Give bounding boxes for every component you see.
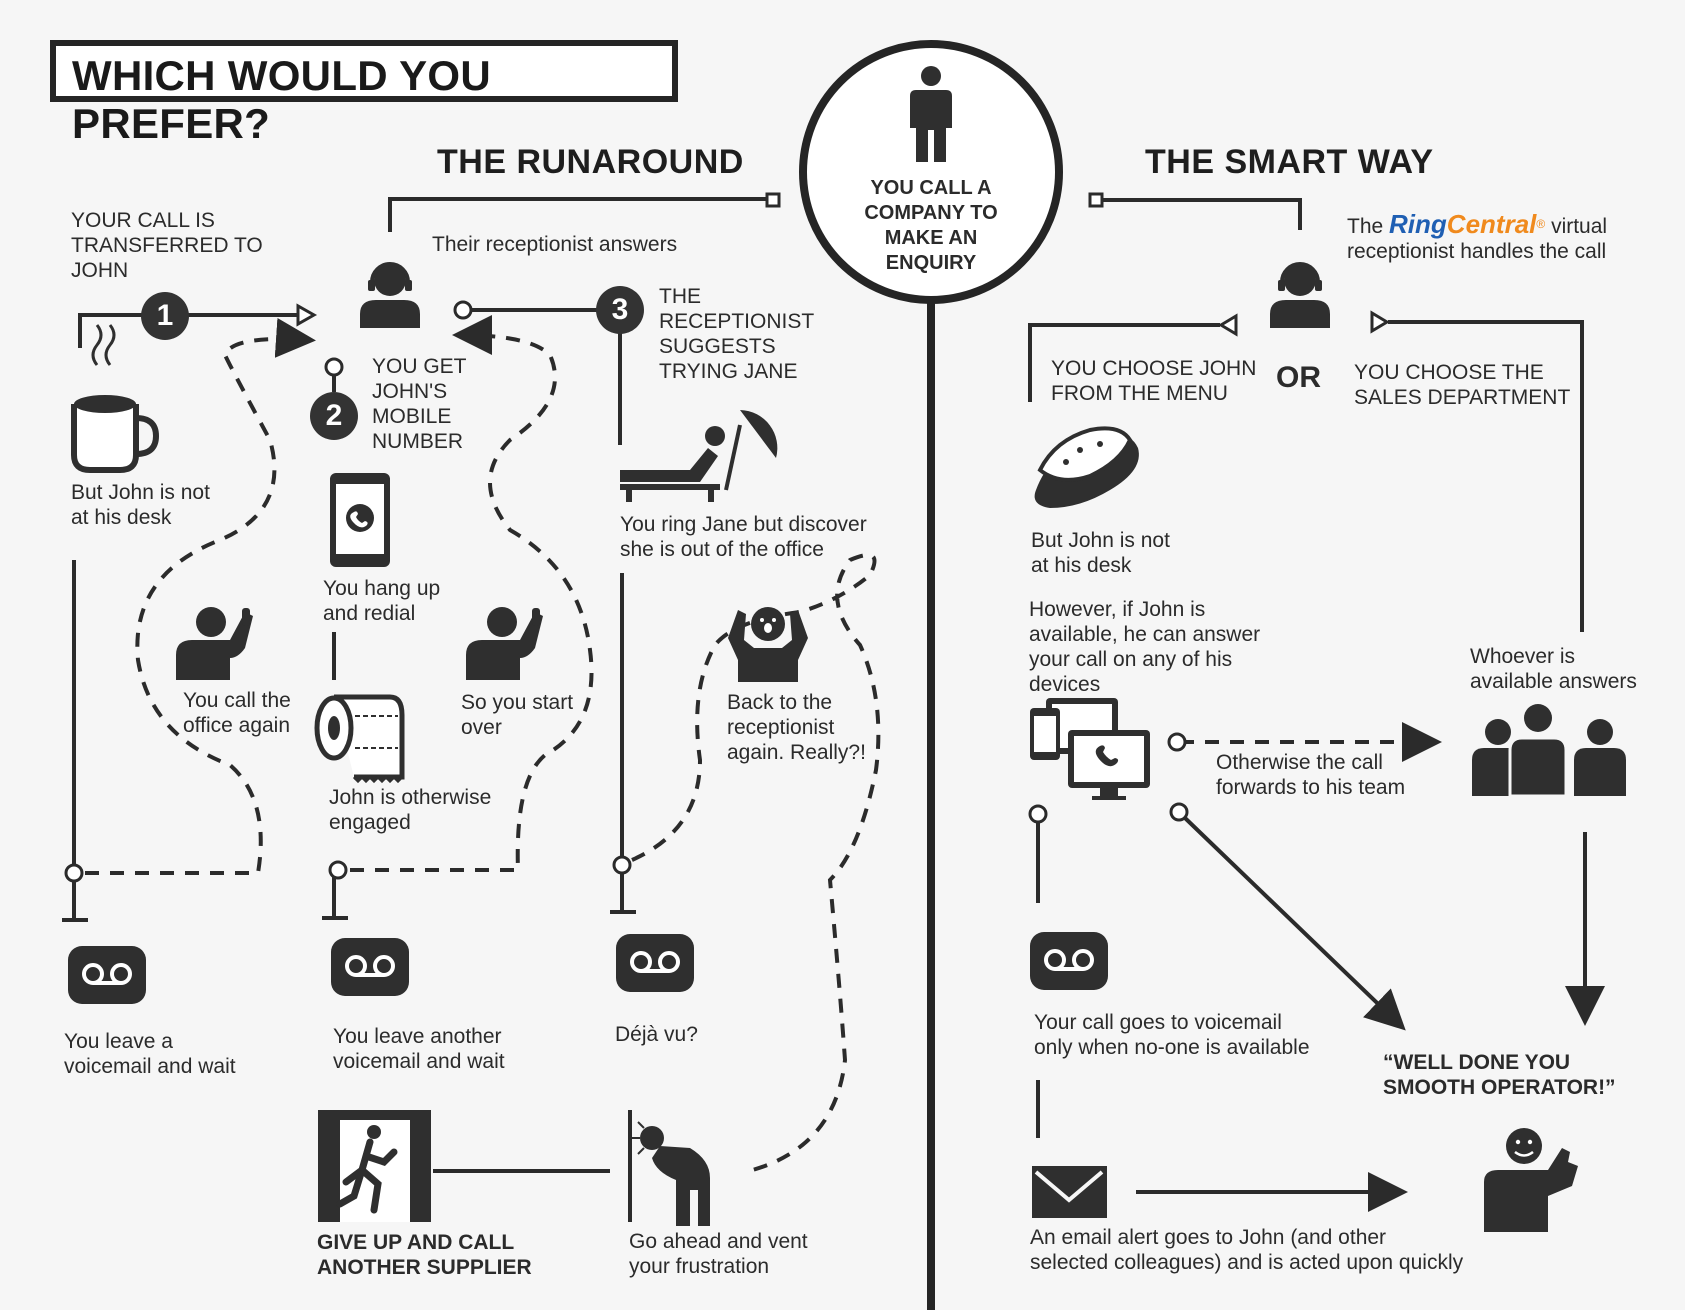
email-alert-label: An email alert goes to John (and other s…	[1030, 1226, 1464, 1274]
toilet-roll-icon	[314, 694, 405, 784]
choose-john-label: YOU CHOOSE JOHN FROM THE MENU	[1051, 357, 1257, 405]
brand-logo-mark: ®	[1536, 217, 1546, 231]
exit-sign-icon	[318, 1110, 431, 1222]
coffee-mug-icon	[71, 324, 160, 473]
mobile-phone-icon	[330, 473, 390, 567]
frustrated-person-icon	[632, 1121, 710, 1226]
give-up-label: GIVE UP AND CALL ANOTHER SUPPLIER	[317, 1231, 532, 1279]
john-available-label: However, if John is available, he can an…	[1029, 598, 1261, 696]
deja-vu-label: Déjà vu?	[615, 1023, 698, 1046]
john-not-at-desk-smart-label: But John is not at his desk	[1031, 529, 1170, 577]
voicemail-wait-label: You leave a voicemail and wait	[64, 1030, 236, 1078]
team-icon	[1472, 704, 1626, 798]
well-done-label: “WELL DONE YOU SMOOTH OPERATOR!”	[1383, 1051, 1616, 1099]
jane-out-label: You ring Jane but discover she is out of…	[620, 513, 867, 561]
back-to-receptionist-label: Back to the receptionist again. Really?!	[727, 691, 866, 764]
screaming-person-icon	[728, 607, 808, 682]
sandwich-icon	[1034, 426, 1139, 508]
runaround-heading: THE RUNAROUND	[437, 143, 744, 181]
step-2-badge: 2	[310, 392, 358, 440]
virtual-receptionist-label: The RingCentral® virtual receptionist ha…	[1347, 209, 1647, 264]
virtual-receptionist-prefix: The	[1347, 215, 1384, 238]
receptionist-answers-label: Their receptionist answers	[432, 233, 678, 256]
voicemail-icon	[614, 932, 696, 994]
smart-way-heading: THE SMART WAY	[1145, 143, 1434, 181]
another-voicemail-label: You leave another voicemail and wait	[333, 1025, 505, 1073]
voicemail-icon	[329, 936, 411, 998]
step-3-badge: 3	[596, 286, 644, 334]
receptionist-icon	[358, 262, 422, 330]
choose-sales-label: YOU CHOOSE THE SALES DEPARTMENT	[1354, 361, 1571, 409]
page-title: WHICH WOULD YOU PREFER?	[50, 40, 678, 147]
devices-icon	[1030, 698, 1150, 800]
frustrated-caller-icon	[176, 607, 253, 680]
hang-up-label: You hang up and redial	[323, 577, 441, 625]
whoever-answers-label: Whoever is available answers	[1470, 645, 1637, 693]
virtual-receptionist-suffix: virtual receptionist handles the call	[1347, 215, 1608, 263]
person-icon	[910, 66, 952, 162]
voicemail-icon	[1028, 930, 1110, 992]
start-label: YOU CALL A COMPANY TO MAKE AN ENQUIRY	[864, 177, 998, 274]
step-2-label: YOU GET JOHN'S MOBILE NUMBER	[372, 355, 467, 453]
brand-logo-ring: Ring	[1389, 209, 1447, 239]
start-over-label: So you start over	[461, 691, 574, 739]
step-1-badge: 1	[141, 292, 189, 340]
page-title-text: WHICH WOULD YOU PREFER?	[72, 52, 492, 147]
virtual-receptionist-icon	[1268, 262, 1332, 330]
frustrated-caller-icon	[466, 607, 543, 680]
voicemail-smart-label: Your call goes to voicemail only when no…	[1034, 1011, 1310, 1059]
envelope-icon	[1032, 1166, 1107, 1218]
brand-logo-central: Central	[1446, 209, 1537, 239]
call-office-again-label: You call the office again	[183, 689, 291, 737]
vent-label: Go ahead and vent your frustration	[629, 1230, 808, 1278]
john-engaged-label: John is otherwise engaged	[329, 786, 492, 834]
beach-lounger-icon	[620, 410, 778, 502]
thumbs-up-person-icon	[1484, 1128, 1578, 1232]
step-1-label: YOUR CALL IS TRANSFERRED TO JOHN	[71, 209, 263, 282]
voicemail-icon	[66, 944, 148, 1006]
forwards-label: Otherwise the call forwards to his team	[1216, 751, 1406, 799]
john-not-at-desk-label: But John is not at his desk	[71, 481, 210, 529]
step-3-label: THE RECEPTIONIST SUGGESTS TRYING JANE	[659, 285, 814, 383]
or-label: OR	[1276, 361, 1321, 394]
